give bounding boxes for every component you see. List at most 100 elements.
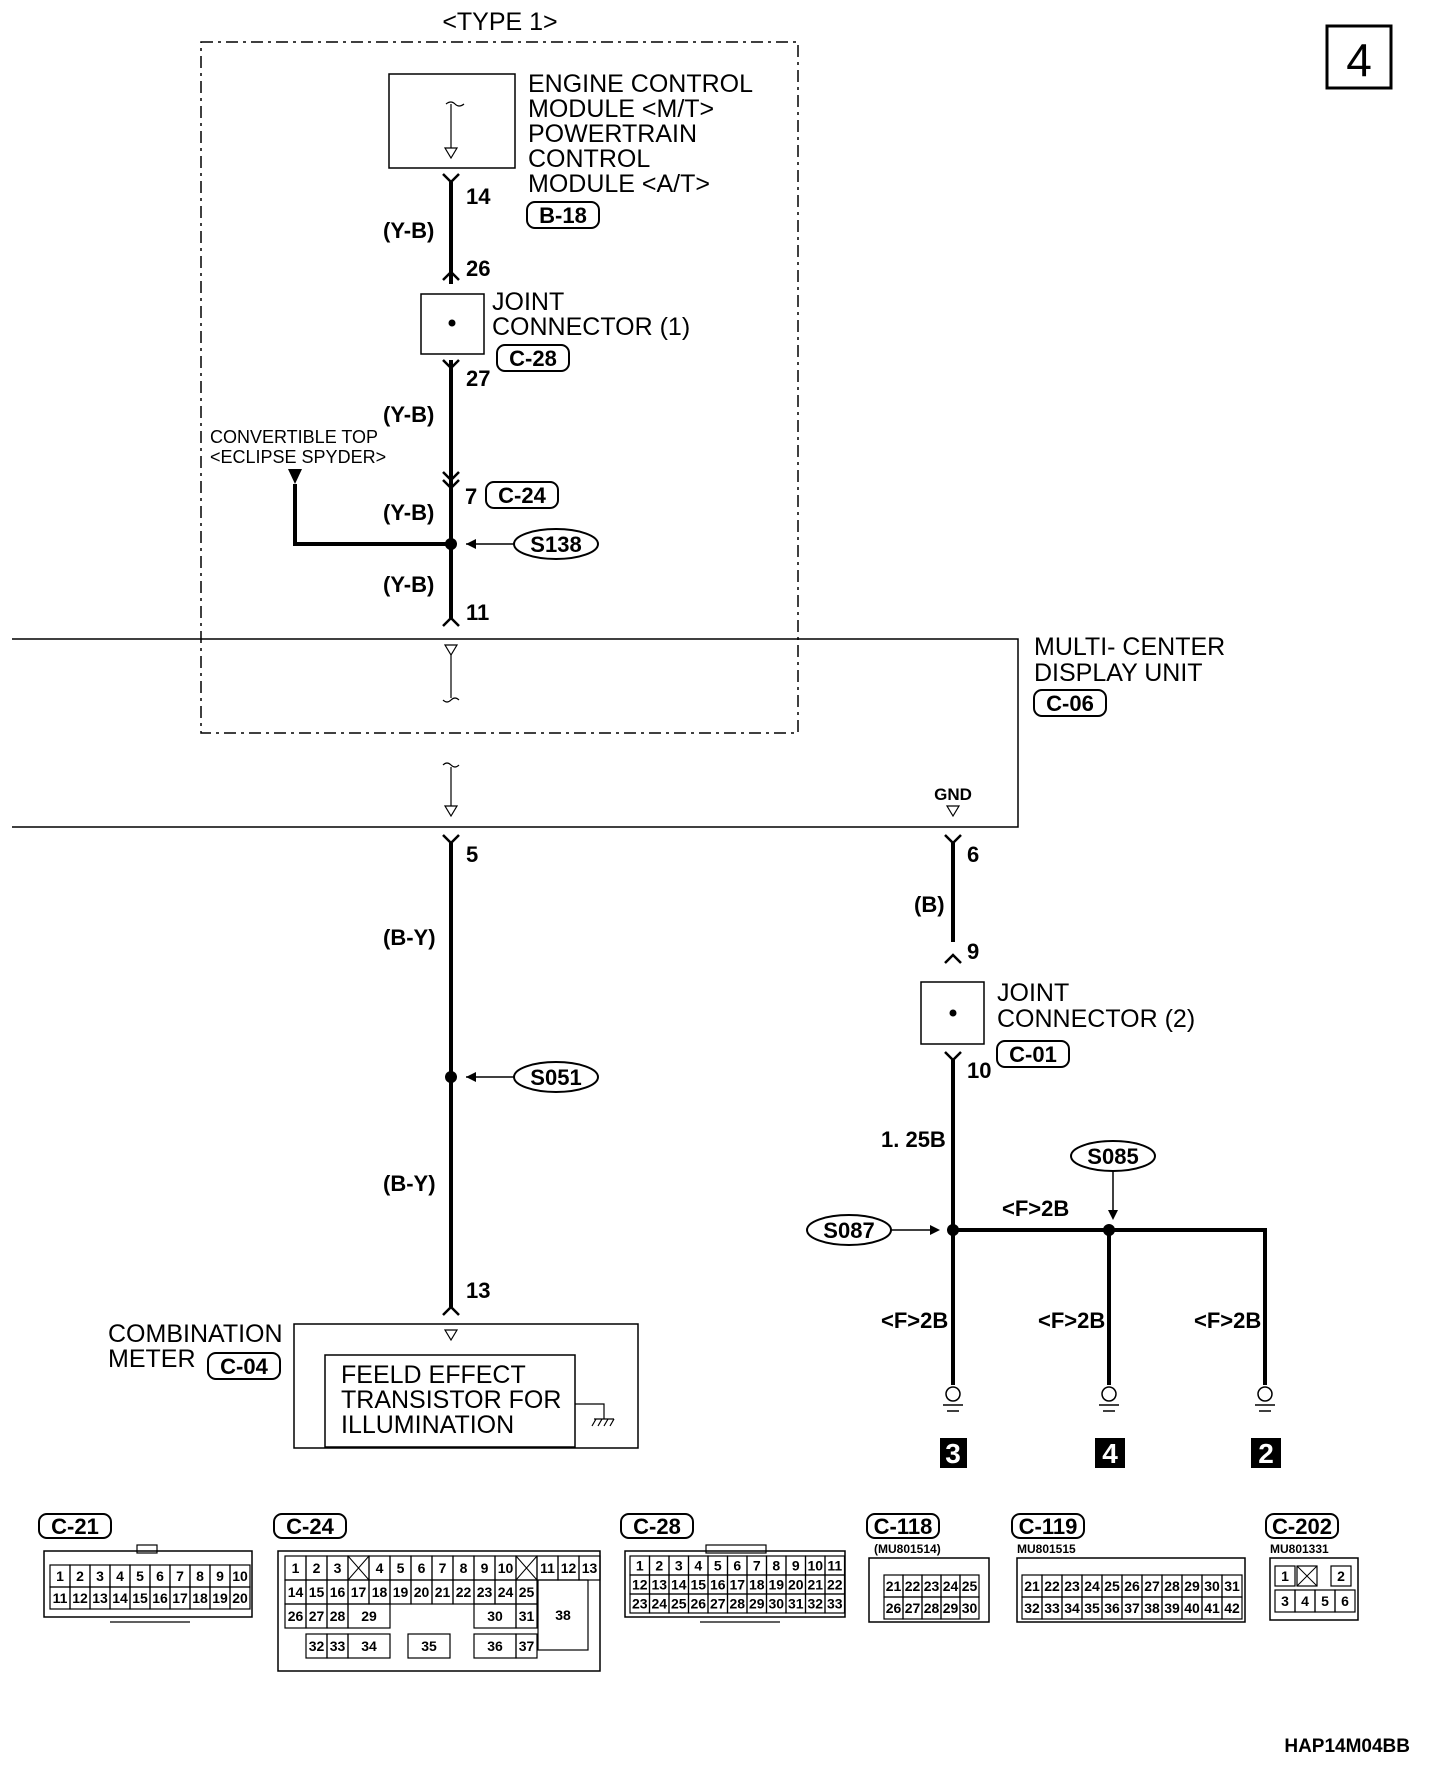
c24-pin-label: 6 <box>418 1560 426 1576</box>
ecm-connector-badge <box>526 201 600 229</box>
c28-pin-label: 33 <box>827 1596 843 1612</box>
c119-pin-label: 36 <box>1104 1600 1120 1616</box>
wire-color-yb-3: (Y-B) <box>383 500 434 525</box>
c21-pin-label: 3 <box>96 1568 104 1584</box>
c28-pin-label: 26 <box>690 1596 706 1612</box>
c119-pin-label: 34 <box>1064 1600 1080 1616</box>
splice-s138-label: S138 <box>530 532 581 557</box>
c28-pin-label: 5 <box>714 1558 722 1574</box>
mcdu-connector-badge <box>1033 689 1107 717</box>
c24-pin-label: 12 <box>561 1560 577 1576</box>
c119-pin-label: 42 <box>1224 1600 1240 1616</box>
c119-pin-label: 38 <box>1144 1600 1160 1616</box>
c28-pin-label: 31 <box>788 1596 804 1612</box>
c118-pin-label: 24 <box>943 1578 959 1594</box>
c202-cell <box>1330 1565 1352 1587</box>
footer-code: HAP14M04BB <box>1284 1736 1410 1757</box>
c28-pin-label: 8 <box>772 1558 780 1574</box>
c24-pin: 7 <box>465 484 477 509</box>
mcdu-pin-5: 5 <box>466 842 478 867</box>
c28-pin-label: 24 <box>651 1596 667 1612</box>
view-c24 <box>277 1550 601 1672</box>
view-c24-badge <box>273 1513 347 1539</box>
meter-pin: 13 <box>466 1278 490 1303</box>
mcdu-box <box>12 638 1019 828</box>
c118-pin-label: 21 <box>886 1578 902 1594</box>
joint1-node <box>448 319 456 327</box>
c119-pin-label: 26 <box>1124 1578 1140 1594</box>
meter-connector-label: C-04 <box>220 1354 268 1379</box>
c28-pin-label: 10 <box>807 1558 823 1574</box>
c24-cell <box>537 1579 589 1651</box>
c28-pin-label: 23 <box>632 1596 648 1612</box>
c24-pin-label: 2 <box>313 1560 321 1576</box>
c28-pin-label: 29 <box>749 1596 765 1612</box>
c28-pin-label: 30 <box>768 1596 784 1612</box>
c118-pin-label: 25 <box>962 1578 978 1594</box>
c28-pin-label: 7 <box>753 1558 761 1574</box>
c24-pin-label: 9 <box>481 1560 489 1576</box>
joint2-connector-badge <box>996 1040 1070 1068</box>
c21-pin-label: 6 <box>156 1568 164 1584</box>
c119-pin-label: 30 <box>1204 1578 1220 1594</box>
c119-pin-label: 29 <box>1184 1578 1200 1594</box>
c119-pin-label: 35 <box>1084 1600 1100 1616</box>
joint2-box <box>920 981 985 1045</box>
ground-symbol-2 <box>1099 1386 1119 1412</box>
c118-pin-label: 29 <box>943 1600 959 1616</box>
c119-pin-label: 25 <box>1104 1578 1120 1594</box>
c24-pin-label: 1 <box>292 1560 300 1576</box>
c118-pin-label: 26 <box>886 1600 902 1616</box>
wire-size-f2b-h: <F>2B <box>1002 1196 1069 1221</box>
c119-pin-label: 32 <box>1024 1600 1040 1616</box>
c202-cell <box>1296 1565 1318 1587</box>
page-number-box <box>1325 24 1393 90</box>
view-c24-label: C-24 <box>286 1514 334 1539</box>
c21-pin-label: 17 <box>172 1590 188 1606</box>
view-c202-label: C-202 <box>1272 1514 1332 1539</box>
splice-s087-node <box>947 1224 959 1236</box>
fet-box <box>324 1354 576 1448</box>
c24-pin-label: 22 <box>456 1584 472 1600</box>
meter-internal-ground-icon <box>575 1403 615 1427</box>
ground-tag-2-box <box>1095 1438 1125 1468</box>
c24-pin-label: 32 <box>309 1638 325 1654</box>
c119-pin-label: 31 <box>1224 1578 1240 1594</box>
convertible-arrow <box>288 469 302 484</box>
splice-s085-label: S085 <box>1087 1144 1138 1169</box>
meter-input-symbol <box>443 1329 459 1342</box>
c24-pin-label: 34 <box>361 1638 377 1654</box>
c28-pin-label: 15 <box>690 1577 706 1593</box>
c21-pin-label: 7 <box>176 1568 184 1584</box>
c24-pin-label: 33 <box>330 1638 346 1654</box>
c24-pin-label: 14 <box>288 1584 304 1600</box>
c28-pin-label: 27 <box>710 1596 726 1612</box>
splice-s087-label: S087 <box>823 1218 874 1243</box>
wire-size-f2b-3: <F>2B <box>1194 1308 1261 1333</box>
c24-blank-cell <box>347 1555 370 1581</box>
c202-cell <box>1274 1565 1296 1587</box>
c28-pin-label: 16 <box>710 1577 726 1593</box>
c28-pin-label: 6 <box>733 1558 741 1574</box>
ground-tag-1: 3 <box>945 1438 961 1469</box>
c24-pin-label: 15 <box>309 1584 325 1600</box>
mcdu-pin-11: 11 <box>466 600 489 625</box>
c119-pin-label: 41 <box>1204 1600 1220 1616</box>
c28-pin-label: 4 <box>694 1558 702 1574</box>
c21-pin-label: 11 <box>53 1590 68 1606</box>
joint1-connector-label: C-28 <box>509 346 557 371</box>
c202-pin-label: 5 <box>1321 1593 1329 1609</box>
c21-cell <box>229 1586 251 1610</box>
c24-pin-label: 35 <box>421 1638 437 1654</box>
c28-pin-label: 13 <box>651 1577 667 1593</box>
c28-pin-label: 2 <box>655 1558 663 1574</box>
convertible-branch-wire <box>293 484 451 546</box>
c21-pin-label: 14 <box>112 1590 128 1606</box>
c24-pin-label: 4 <box>376 1560 384 1576</box>
wire-color-yb-4: (Y-B) <box>383 572 434 597</box>
c24-pin-label: 25 <box>519 1584 535 1600</box>
view-c118-label: C-118 <box>874 1514 933 1539</box>
c24-cell <box>515 1633 538 1659</box>
